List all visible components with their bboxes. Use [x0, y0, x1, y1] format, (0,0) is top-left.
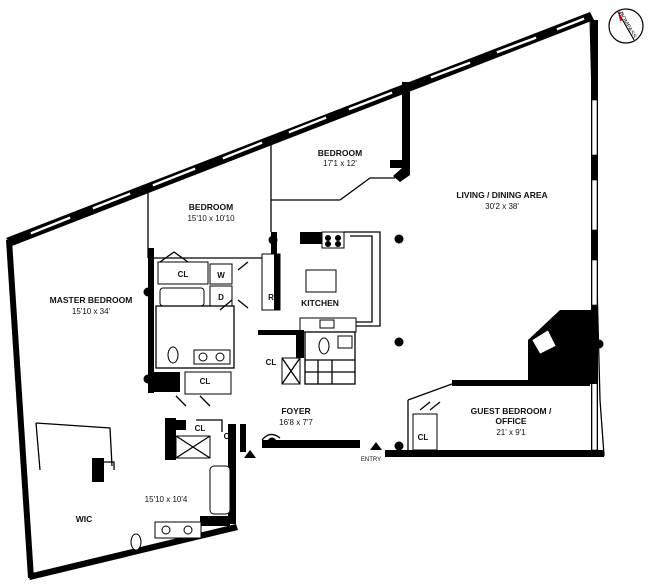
bedroom-north-dims: 17'1 x 12': [323, 159, 357, 168]
master-name: MASTER BEDROOM: [50, 295, 133, 305]
refrigerator-label: R: [268, 293, 274, 302]
bedroom-mid-name: BEDROOM: [189, 202, 233, 212]
foyer-dims: 16'8 x 7'7: [279, 418, 313, 427]
bedroom-north-name: BEDROOM: [318, 148, 362, 158]
closet-label: CL: [224, 432, 235, 441]
closet-label: CL: [178, 270, 189, 279]
column: [394, 441, 404, 451]
column: [143, 287, 153, 297]
compass-north: N: [619, 12, 623, 18]
south-walls: [28, 440, 604, 580]
master-dims: 15'10 x 34': [72, 307, 111, 316]
closet-label: CL: [266, 358, 277, 367]
guest-name-line1: GUEST BEDROOM /: [471, 406, 552, 416]
kitchen-block: [261, 231, 381, 333]
entry-arrow: [370, 442, 382, 450]
kitchen-name: KITCHEN: [301, 298, 339, 308]
column: [268, 235, 278, 245]
closet-label: CL: [195, 424, 206, 433]
column: [394, 337, 404, 347]
column: [267, 437, 277, 447]
ensuite-bath: [92, 418, 236, 551]
bedroom-mid-dims: 15'10 x 10'10: [187, 214, 235, 223]
column: [394, 234, 404, 244]
entry-arrow-left: [244, 450, 256, 458]
washer-label: W: [217, 271, 225, 280]
living-dims: 30'2 x 38': [485, 202, 519, 211]
living-name: LIVING / DINING AREA: [456, 190, 547, 200]
bedroom-north-walls: [270, 82, 410, 232]
closet-label: CL: [418, 433, 429, 442]
window-wall: [6, 12, 594, 246]
powder-room: [258, 330, 356, 385]
guest-walls: [407, 310, 598, 454]
master-bath: [155, 299, 235, 407]
columns: [143, 234, 604, 451]
west-wall: [6, 240, 34, 578]
east-wall: [591, 20, 598, 455]
foyer-name: FOYER: [281, 406, 310, 416]
foyer-walls: [170, 419, 281, 452]
column: [594, 339, 604, 349]
guest-dims: 21' x 9'1: [496, 428, 526, 437]
column: [143, 374, 153, 384]
closet-laundry-block: [157, 251, 249, 309]
compass: N COMPASS: [608, 8, 644, 44]
entry-label: ENTRY: [361, 457, 381, 463]
guest-name-line2: OFFICE: [495, 416, 526, 426]
closet-label: CL: [200, 377, 211, 386]
bath-dims: 15'10 x 10'4: [145, 495, 188, 504]
dryer-label: D: [218, 293, 224, 302]
wic-name: WIC: [76, 514, 93, 524]
